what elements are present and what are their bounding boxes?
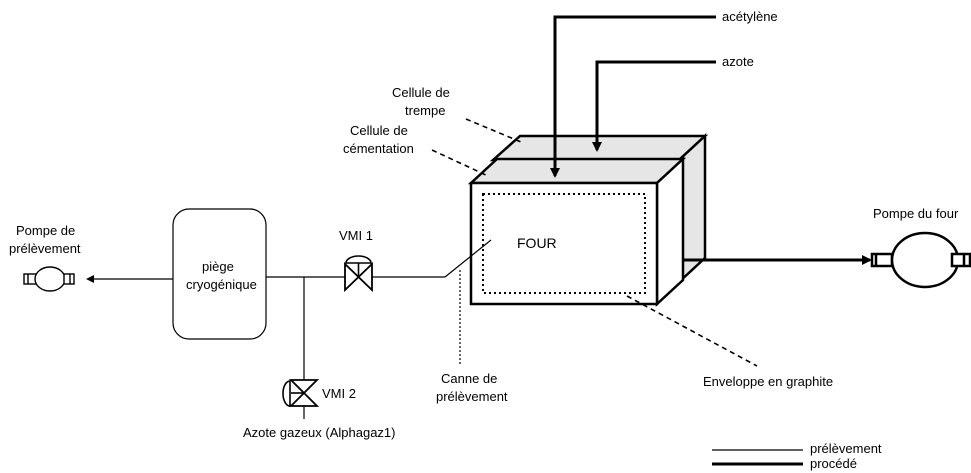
trap-label-2: cryogénique [186,277,257,292]
trap-label-1: piège [202,259,234,274]
vmi2-valve-icon [282,379,320,407]
sampling-pump-label-2: prélèvement [9,241,81,256]
graphite-envelope [482,193,646,294]
probe-label-1: Canne de [441,371,497,386]
envelope-leader [626,295,758,367]
quench-cell-leader [465,118,522,143]
vmi1-label: VMI 1 [339,228,373,243]
nitrogen-line [592,60,716,152]
carburizing-cell-top [467,157,687,185]
sampling-pump-icon [23,266,75,292]
furnace-pump-icon [870,231,971,289]
furnace-label: FOUR [517,235,557,251]
acetylene-line [550,15,716,178]
carburizing-cell-leader [431,149,489,177]
sampling-probe [444,239,492,278]
carburizing-cell-label-2: cémentation [343,141,414,156]
nitrogen-label: azote [722,54,754,69]
vmi1-valve-icon [344,255,373,293]
quench-cell-top [489,134,709,162]
envelope-label: Enveloppe en graphite [703,374,833,389]
acetylene-label: acétylène [722,9,778,24]
carburizing-cell-side [655,156,685,307]
quench-cell-label-2: trempe [405,103,445,118]
legend: prélèvement procédé [712,441,882,471]
cryogenic-trap [172,208,267,340]
furnace-front [469,181,659,306]
probe-label-2: prélèvement [436,389,508,404]
quench-cell-label-1: Cellule de [392,85,450,100]
vmi2-label: VMI 2 [322,386,356,401]
furnace: FOUR [467,133,709,307]
furnace-pump-label: Pompe du four [873,206,959,221]
nitrogen-gas-label: Azote gazeux (Alphagaz1) [243,425,395,440]
sampling-pump-label-1: Pompe de [16,223,75,238]
legend-thick-label: procédé [810,456,857,471]
legend-thin-label: prélèvement [810,441,882,456]
carburizing-cell-label-1: Cellule de [350,123,408,138]
